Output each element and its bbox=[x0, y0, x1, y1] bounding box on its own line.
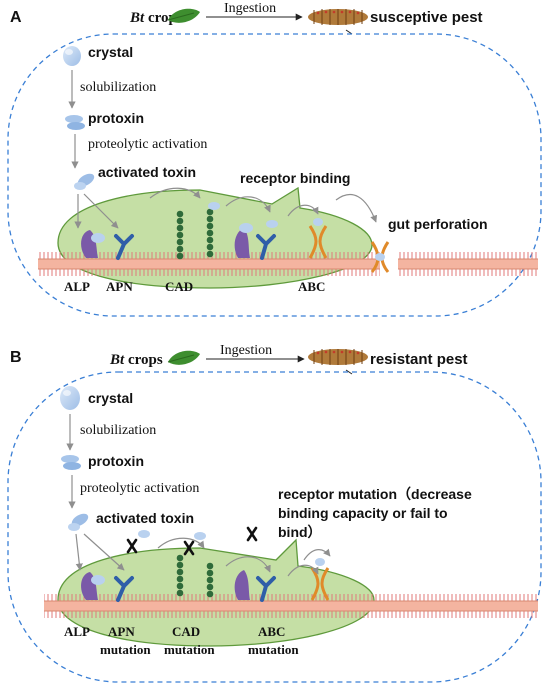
arrow-to-alp-b bbox=[75, 533, 83, 571]
arrow-binding-a1 bbox=[149, 187, 201, 199]
arrow-perforation-a bbox=[335, 194, 378, 223]
activated-toxin-icon bbox=[74, 173, 95, 190]
arrow-binding-b3 bbox=[287, 564, 319, 577]
panel-a-letter: A bbox=[10, 9, 22, 26]
protoxin-icon bbox=[65, 115, 85, 130]
panel-b-mutation-line2: binding capacity or fail to bbox=[278, 505, 448, 521]
cad-receptor-icon-b bbox=[176, 554, 214, 598]
arrow-blocked-b bbox=[303, 548, 331, 561]
panel-a-gut-perforation: gut perforation bbox=[388, 216, 488, 232]
panel-a-ingestion-label: Ingestion bbox=[224, 1, 276, 16]
arrow-binding-b1 bbox=[157, 537, 205, 549]
protoxin-icon-b bbox=[61, 455, 81, 470]
apn-receptor-icon bbox=[114, 234, 134, 260]
panel-a-alp: ALP bbox=[64, 279, 90, 294]
apn-receptor-icon-b bbox=[114, 576, 134, 602]
panel-a-activated: activated toxin bbox=[98, 164, 196, 180]
panel-a-pest-label: susceptive pest bbox=[370, 9, 483, 26]
panel-b-abc-mutation: mutation bbox=[248, 642, 299, 657]
arrow-binding-b2 bbox=[225, 556, 271, 573]
panel-b-pest-label: resistant pest bbox=[370, 351, 468, 368]
panel-a: A Bt crops Ingestion susceptive pest bbox=[7, 1, 542, 317]
panel-b-proteolytic: proteolytic activation bbox=[80, 481, 199, 496]
block-x-icon-abc bbox=[246, 526, 258, 542]
caterpillar-icon-b bbox=[308, 349, 368, 375]
cad-receptor-icon bbox=[176, 202, 220, 260]
panel-b-apn: APN bbox=[108, 624, 135, 639]
panel-a-receptor-binding: receptor binding bbox=[240, 170, 350, 186]
panel-b-apn-mutation: mutation bbox=[100, 642, 151, 657]
arrow-to-apn-b bbox=[83, 533, 125, 571]
pore-icon bbox=[370, 241, 390, 273]
panel-b-cad: CAD bbox=[172, 624, 200, 639]
panel-a-membrane-right bbox=[398, 252, 538, 276]
panel-a-apn: APN bbox=[106, 279, 133, 294]
crystal-icon-b bbox=[60, 386, 80, 410]
panel-b-mutation-line3: bind） bbox=[278, 524, 322, 540]
panel-b-cad-mutation: mutation bbox=[164, 642, 215, 657]
panel-b-letter: B bbox=[10, 349, 22, 366]
caterpillar-icon bbox=[308, 9, 368, 35]
arrow-to-apn-a bbox=[83, 193, 119, 229]
alp-receptor-icon-b bbox=[81, 572, 105, 600]
block-x-icon-apn bbox=[126, 530, 150, 554]
panel-a-solubilization: solubilization bbox=[80, 80, 156, 95]
panel-a-border bbox=[7, 33, 542, 317]
panel-a-abc: ABC bbox=[298, 279, 325, 294]
abc-transporter-icon bbox=[308, 218, 328, 259]
arrow-binding-a3 bbox=[287, 204, 319, 217]
panel-b-abc: ABC bbox=[258, 624, 285, 639]
panel-b-protoxin: protoxin bbox=[88, 453, 144, 469]
bound-toxin-receptors-icon bbox=[234, 220, 278, 260]
panel-b-solubilization: solubilization bbox=[80, 423, 156, 438]
panel-b-crystal: crystal bbox=[88, 390, 133, 406]
panel-b-membrane bbox=[44, 594, 538, 618]
crystal-icon bbox=[63, 46, 81, 66]
panel-a-proteolytic: proteolytic activation bbox=[88, 137, 207, 152]
panel-b-alp: ALP bbox=[64, 624, 90, 639]
panel-b-crops-label: Bt crops bbox=[109, 352, 163, 368]
panel-a-protoxin: protoxin bbox=[88, 110, 144, 126]
activated-toxin-icon-b bbox=[68, 513, 89, 531]
leaf-icon bbox=[167, 8, 200, 23]
panel-b-border bbox=[7, 371, 542, 683]
alp-receptor-icon bbox=[81, 230, 105, 258]
panel-b-mutation-line1: receptor mutation（decrease bbox=[278, 486, 472, 502]
panel-a-cad: CAD bbox=[165, 279, 193, 294]
block-x-icon-cad bbox=[183, 532, 206, 556]
arrow-binding-a2 bbox=[225, 196, 271, 213]
panel-b-ingestion-label: Ingestion bbox=[220, 343, 272, 358]
panel-b: B Bt crops Ingestion resistant pest bbox=[7, 343, 542, 683]
panel-b-cell bbox=[57, 538, 375, 647]
panel-a-crystal: crystal bbox=[88, 44, 133, 60]
leaf-icon-b bbox=[167, 350, 200, 365]
panel-b-activated: activated toxin bbox=[96, 510, 194, 526]
